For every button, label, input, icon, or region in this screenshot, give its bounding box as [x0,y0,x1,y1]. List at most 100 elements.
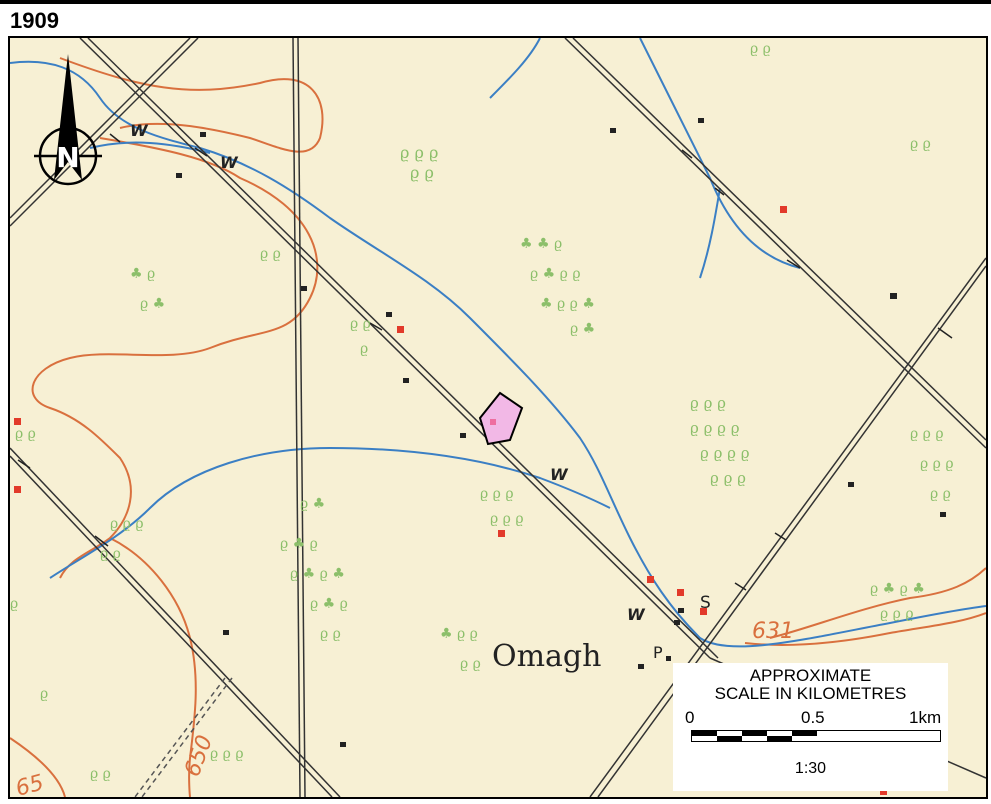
svg-text:ϱ ϱ: ϱ ϱ [350,316,371,332]
crossing-mark [17,459,31,469]
orchard-symbols: ϱ ϱ ϱ ϱ ϱ ♣ ♣ ϱ ϱ ♣ ϱ ϱ ♣ ϱ ϱ ♣ ϱ ♣ ϱ ϱ … [10,41,954,782]
svg-text:ϱ ♣ ϱ ♣: ϱ ♣ ϱ ♣ [870,581,925,597]
scale-title-line2: SCALE IN KILOMETRES [714,684,907,703]
svg-text:ϱ ♣ ϱ: ϱ ♣ ϱ [310,596,348,612]
stream-branch [639,38,801,269]
road [10,455,333,797]
svg-text:ϱ ϱ ϱ: ϱ ϱ ϱ [880,606,914,622]
svg-text:ϱ ♣: ϱ ♣ [300,496,325,512]
svg-text:ϱ ϱ: ϱ ϱ [460,656,481,672]
road [10,447,341,797]
svg-text:♣ ϱ ϱ ♣: ♣ ϱ ϱ ♣ [540,296,595,312]
building-black [176,173,182,178]
label-w: W [627,605,646,624]
crossing-mark [937,327,953,339]
contour-line [109,537,197,797]
scale-tick-mid: 0.5 [801,708,825,727]
contour-line [31,137,319,579]
top-rule [0,0,991,4]
svg-text:♣ ♣ ϱ: ♣ ♣ ϱ [520,236,562,252]
north-arrow: N [34,54,102,186]
road [292,38,301,797]
crossing-mark [734,582,747,591]
road [297,38,306,797]
label-s: S [700,593,711,613]
crossing-mark [786,259,801,269]
svg-text:ϱ ϱ ϱ: ϱ ϱ ϱ [210,746,244,762]
svg-text:ϱ ϱ ϱ: ϱ ϱ ϱ [490,511,524,527]
building-black [940,512,946,517]
building-black [386,312,392,317]
building-red [647,576,654,583]
crossing-mark [94,535,109,547]
svg-text:ϱ ϱ ϱ: ϱ ϱ ϱ [690,394,726,412]
svg-text:ϱ ϱ: ϱ ϱ [750,41,771,57]
crossing-mark [109,133,121,143]
svg-text:ϱ ϱ: ϱ ϱ [320,626,341,642]
contour-line [769,567,986,639]
scale-tick-end: 1km [909,708,942,727]
place-name-omagh: Omagh [492,639,601,674]
svg-text:♣ ϱ ϱ: ♣ ϱ ϱ [440,626,478,642]
svg-text:ϱ ϱ ϱ: ϱ ϱ ϱ [480,486,514,502]
streams [10,38,986,648]
svg-text:ϱ: ϱ [40,686,48,702]
crossing-mark [714,187,725,196]
svg-text:ϱ ϱ ϱ ϱ: ϱ ϱ ϱ ϱ [700,444,750,462]
road [589,257,986,797]
road [10,38,191,219]
rail-line [134,677,226,797]
road [10,38,199,227]
road [87,38,719,659]
building-black [848,482,854,487]
building-black [200,132,206,137]
topographic-map: ϱ ϱ ϱ ϱ ϱ ♣ ♣ ϱ ϱ ♣ ϱ ϱ ♣ ϱ ϱ ♣ ϱ ♣ ϱ ϱ … [8,36,988,799]
building-black [638,664,644,669]
label-w: W [550,465,569,484]
building-red [397,326,404,333]
building-black [403,378,409,383]
scale-title: APPROXIMATE SCALE IN KILOMETRES [673,667,948,703]
railway [134,677,233,797]
crossing-mark [369,322,383,331]
building-black [460,433,466,438]
roads [10,38,986,797]
building-black [223,630,229,635]
building-red [14,486,21,493]
road [564,38,986,449]
main-stream [10,60,986,648]
svg-text:ϱ ϱ ϱ: ϱ ϱ ϱ [400,143,438,162]
svg-text:ϱ ϱ: ϱ ϱ [910,136,931,152]
building-red [498,530,505,537]
contour-lines [10,57,986,797]
scale-ratio: 1:30 [794,760,827,777]
svg-text:ϱ ϱ: ϱ ϱ [260,246,281,262]
elevation-label-631: 631 [752,619,794,644]
svg-text:ϱ ϱ ϱ: ϱ ϱ ϱ [710,469,746,487]
building-red [700,608,707,615]
north-arrow-shape [54,54,82,180]
map-canvas: ϱ ϱ ϱ ϱ ϱ ♣ ♣ ϱ ϱ ♣ ϱ ϱ ♣ ϱ ϱ ♣ ϱ ♣ ϱ ϱ … [10,38,986,797]
svg-text:ϱ ϱ ϱ ϱ: ϱ ϱ ϱ ϱ [690,419,740,437]
svg-text:ϱ: ϱ [10,596,18,612]
contour-line [744,612,986,646]
building-black [674,620,680,625]
stream-branch [699,187,721,279]
svg-text:ϱ ϱ ϱ: ϱ ϱ ϱ [920,456,954,472]
svg-text:ϱ ♣ ϱ ϱ: ϱ ♣ ϱ ϱ [530,266,581,282]
crossing-mark [194,147,208,157]
label-w: W [220,153,239,172]
map-year-label: 1909 [10,8,59,33]
road-crossings [17,133,953,591]
scale-bar [691,730,941,742]
building-black [678,608,684,613]
stream-branch [49,446,611,579]
svg-text:ϱ: ϱ [360,341,368,357]
scale-tick-0: 0 [685,708,695,727]
svg-text:ϱ ♣ ϱ ♣: ϱ ♣ ϱ ♣ [290,566,345,582]
building-black [890,293,897,299]
buildings [14,118,946,795]
road [79,38,711,659]
contour-line [59,57,324,153]
